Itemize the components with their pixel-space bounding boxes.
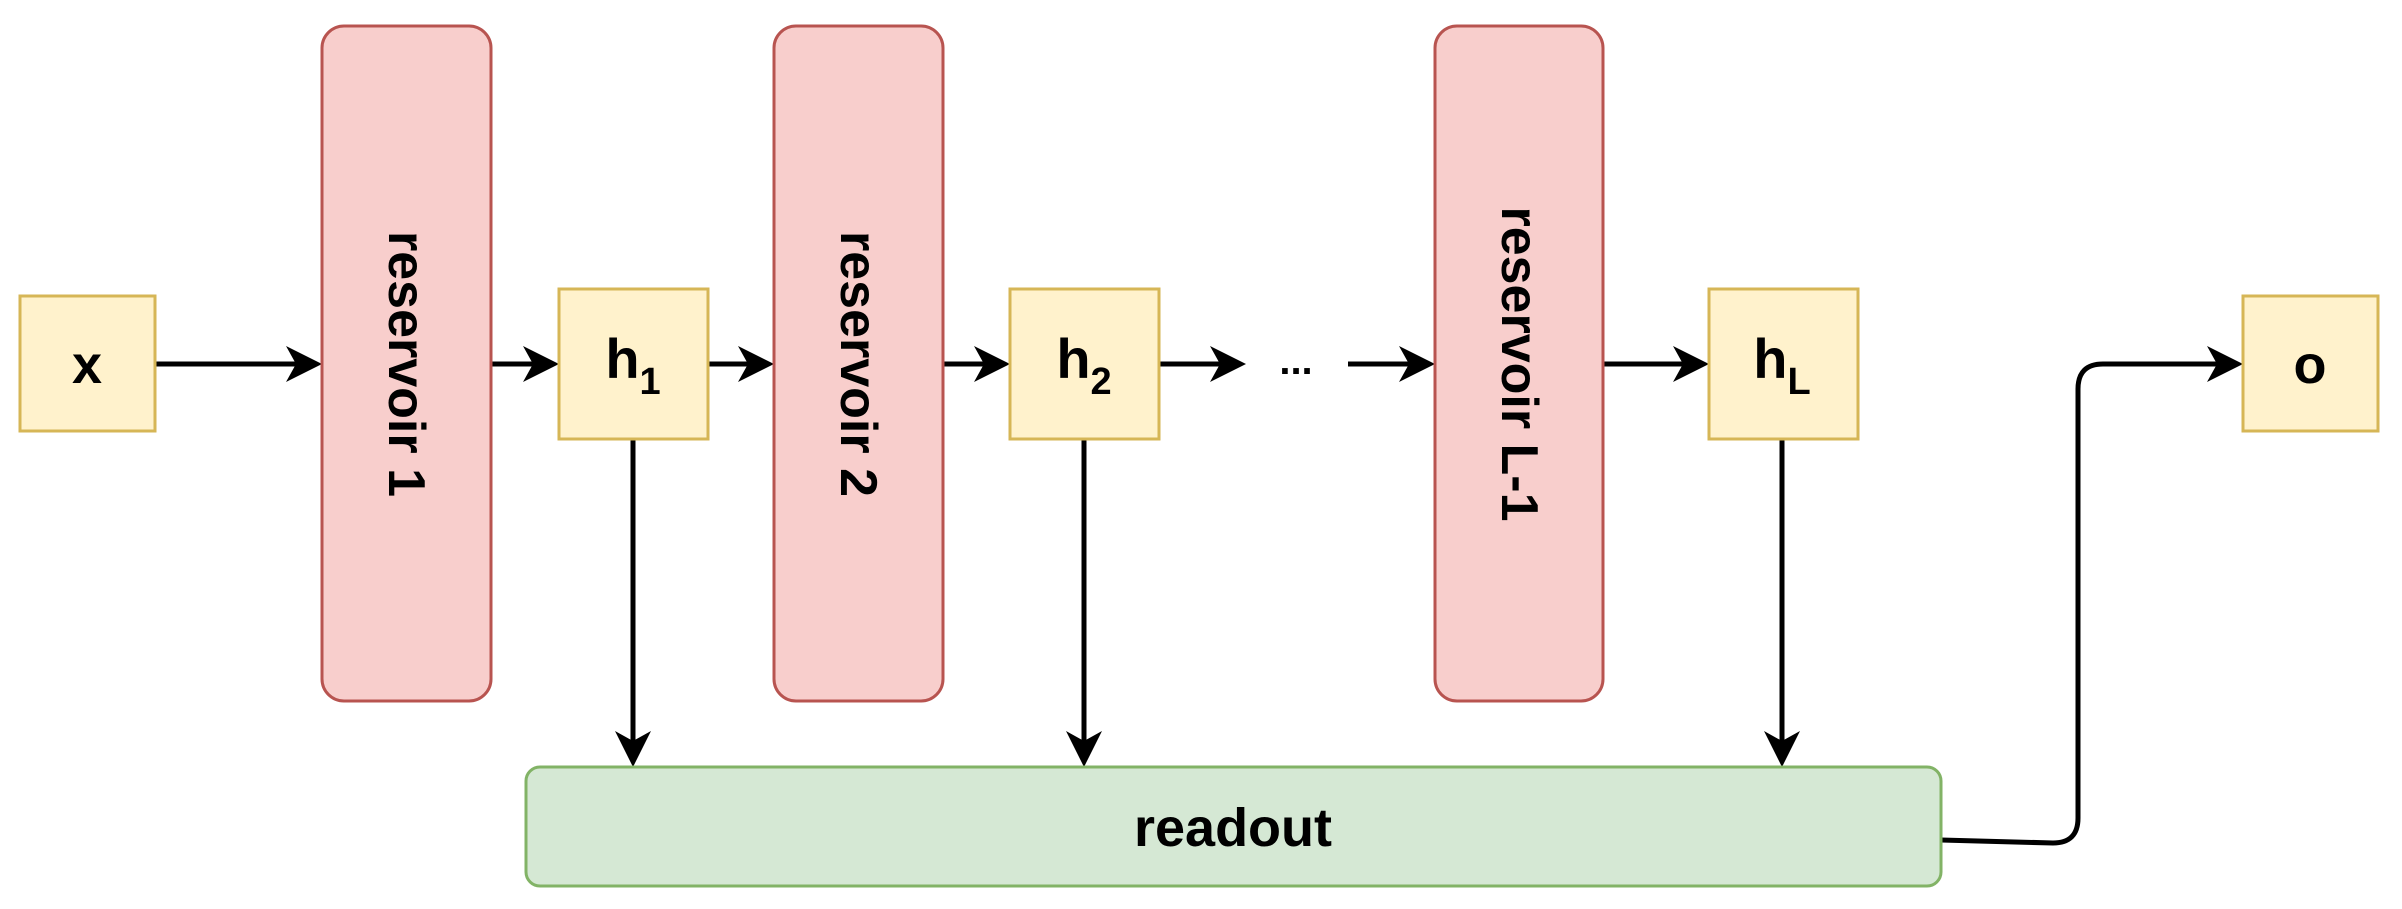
arrowhead	[2207, 346, 2243, 382]
reservoir-l-minus-1: reservoir L-1	[1433, 24, 1605, 703]
reservoir-2: reservoir 2	[772, 24, 945, 703]
hidden-node-h2: h2	[1008, 287, 1161, 441]
arrowhead	[286, 346, 322, 382]
reservoir-2-label: reservoir 2	[829, 231, 887, 497]
hidden-node-h1: h1	[557, 287, 710, 441]
arrowhead	[738, 346, 774, 382]
readout-label: readout	[1134, 798, 1332, 858]
hidden-node-hl: hL	[1707, 287, 1860, 441]
input-label: x	[72, 335, 102, 395]
reservoir-1-label: reservoir 1	[377, 231, 435, 497]
h2-label: h2	[1056, 327, 1111, 403]
arrowhead	[974, 346, 1010, 382]
arrowhead	[523, 346, 559, 382]
arrowhead	[615, 731, 651, 767]
edge-readout-to-output	[1940, 361, 2229, 846]
output-node: o	[2241, 294, 2380, 433]
arrowhead	[1066, 731, 1102, 767]
input-node: x	[18, 294, 157, 433]
arrowhead	[1764, 731, 1800, 767]
readout-node: readout	[524, 765, 1943, 888]
arrowhead	[1210, 346, 1246, 382]
arrowhead	[1399, 346, 1435, 382]
reservoir-1: reservoir 1	[320, 24, 493, 703]
hl-label: hL	[1753, 327, 1810, 403]
arrowhead	[1673, 346, 1709, 382]
ellipsis-label: ...	[1279, 339, 1312, 383]
reservoir-l-minus-1-label: reservoir L-1	[1490, 206, 1548, 521]
h1-label: h1	[605, 327, 660, 403]
output-label: o	[2294, 335, 2327, 395]
edges	[155, 346, 2243, 846]
